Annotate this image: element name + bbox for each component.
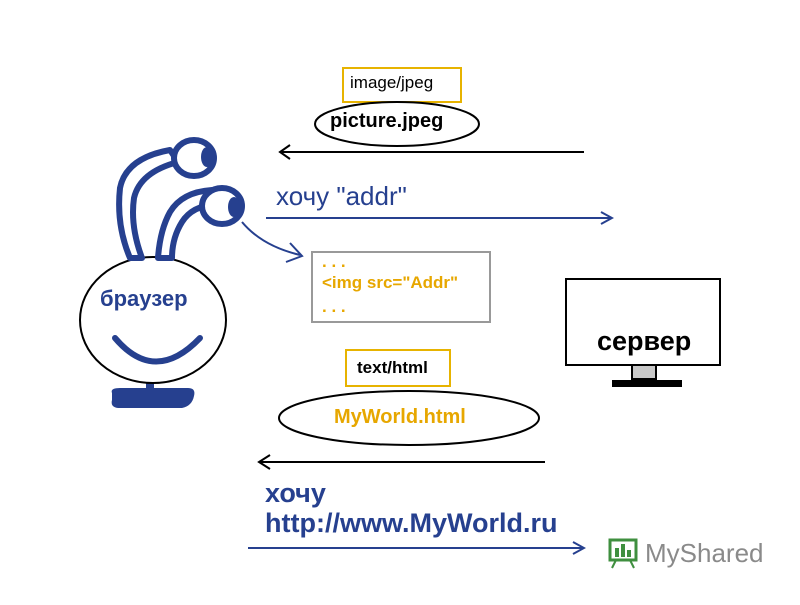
browser-stalk-left bbox=[116, 147, 181, 261]
html-content-type: text/html bbox=[357, 358, 428, 377]
server-monitor bbox=[565, 278, 721, 387]
html-response-arrow-head bbox=[257, 454, 271, 470]
look-arrow bbox=[241, 221, 301, 256]
myworld-file-name: MyWorld.html bbox=[334, 406, 466, 428]
addr-request-text: хочу "addr" bbox=[276, 181, 407, 211]
picture-ellipse bbox=[314, 101, 480, 147]
page-request-line-1: хочу bbox=[265, 478, 326, 508]
html-snippet-line-3: . . . bbox=[322, 297, 346, 316]
server-stand bbox=[631, 364, 657, 380]
myshared-logo-icon bbox=[608, 538, 638, 569]
browser-base bbox=[111, 388, 195, 408]
look-arrow-head bbox=[285, 242, 304, 263]
server-screen bbox=[565, 278, 721, 366]
page-request-line-2: http://www.MyWorld.ru bbox=[265, 508, 558, 538]
browser-smile bbox=[112, 335, 203, 365]
server-foot bbox=[612, 380, 682, 387]
html-snippet-box bbox=[311, 251, 491, 323]
picture-file-name: picture.jpeg bbox=[330, 110, 444, 132]
browser-figure bbox=[79, 137, 304, 408]
myshared-watermark: MyShared bbox=[645, 538, 764, 568]
image-content-type: image/jpeg bbox=[350, 73, 434, 92]
browser-pupil-top bbox=[201, 147, 213, 167]
html-snippet-line-1: . . . bbox=[322, 252, 346, 271]
picture-response-arrow-head bbox=[278, 144, 291, 160]
html-type-box bbox=[345, 349, 451, 387]
browser-label: браузер bbox=[100, 286, 188, 311]
myworld-ellipse bbox=[278, 390, 540, 446]
server-label: сервер bbox=[597, 326, 692, 356]
html-snippet-line-2: <img src="Addr" bbox=[322, 273, 459, 292]
browser-pupil-right bbox=[228, 197, 240, 217]
